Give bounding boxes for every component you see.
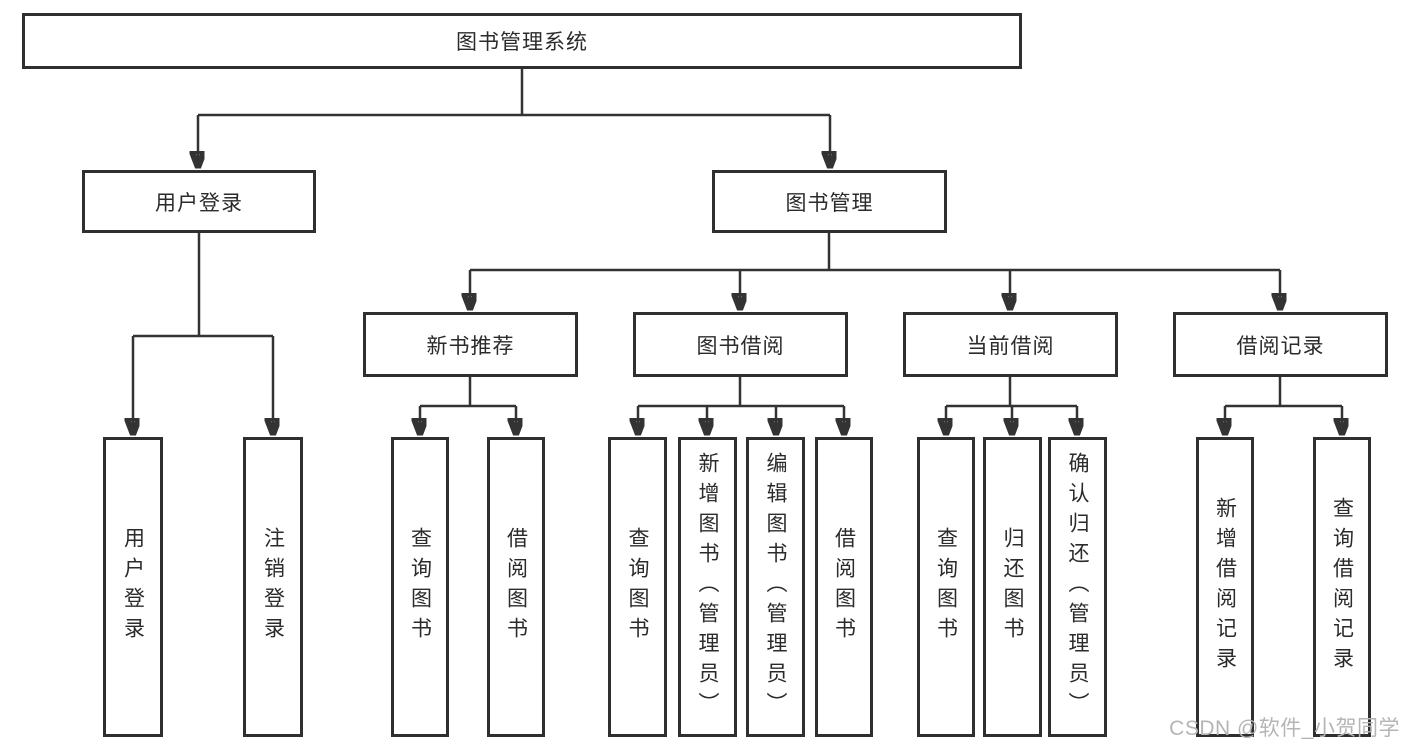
node-new-book-recommend: 新书推荐 xyxy=(363,312,578,377)
leaf-add-books-admin: 新增图书（管理员） xyxy=(678,437,737,737)
node-book-borrow: 图书借阅 xyxy=(633,312,848,377)
csdn-watermark: CSDN @软件_小贺同学 xyxy=(1169,717,1400,740)
node-current-borrow: 当前借阅 xyxy=(903,312,1118,377)
leaf-confirm-return-admin: 确认归还（管理员） xyxy=(1048,437,1107,737)
leaf-return-books: 归还图书 xyxy=(983,437,1042,737)
leaf-query-borrow-record: 查询借阅记录 xyxy=(1313,437,1371,737)
leaf-add-borrow-record: 新增借阅记录 xyxy=(1196,437,1254,737)
leaf-query-books-2: 查询图书 xyxy=(608,437,667,737)
node-book-management: 图书管理 xyxy=(712,170,947,233)
node-borrow-records: 借阅记录 xyxy=(1173,312,1388,377)
leaf-query-books-3: 查询图书 xyxy=(917,437,975,737)
leaf-borrow-books-2: 借阅图书 xyxy=(815,437,873,737)
leaf-logout: 注销登录 xyxy=(243,437,303,737)
leaf-user-login: 用户登录 xyxy=(103,437,163,737)
node-user-login: 用户登录 xyxy=(82,170,316,233)
leaf-edit-books-admin: 编辑图书（管理员） xyxy=(746,437,805,737)
node-root-library-system: 图书管理系统 xyxy=(22,13,1022,69)
leaf-borrow-books-1: 借阅图书 xyxy=(487,437,545,737)
leaf-query-books-1: 查询图书 xyxy=(391,437,449,737)
